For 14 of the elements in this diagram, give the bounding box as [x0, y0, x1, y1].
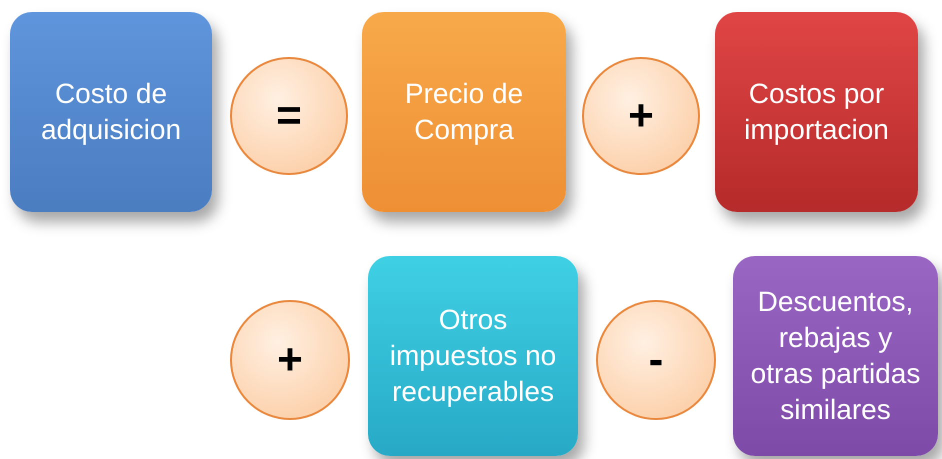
- term-text: Precio de Compra: [404, 77, 524, 147]
- operator-sign: =: [276, 94, 302, 138]
- term-box: [733, 256, 938, 456]
- term-text: Costos por importacion: [743, 77, 890, 147]
- term-box: [368, 256, 578, 456]
- term-box: [715, 12, 918, 212]
- operator-sign: +: [628, 94, 654, 138]
- term-text: Costo de adquisicion: [40, 77, 182, 147]
- term-text: Descuentos, rebajas y otras partidas similares: [750, 285, 922, 427]
- term-box: [362, 12, 566, 212]
- term-text: Otros impuestos no recuperables: [388, 303, 558, 409]
- operator-sign: -: [648, 338, 664, 382]
- term-box: [10, 12, 212, 212]
- operator-sign: +: [277, 338, 303, 382]
